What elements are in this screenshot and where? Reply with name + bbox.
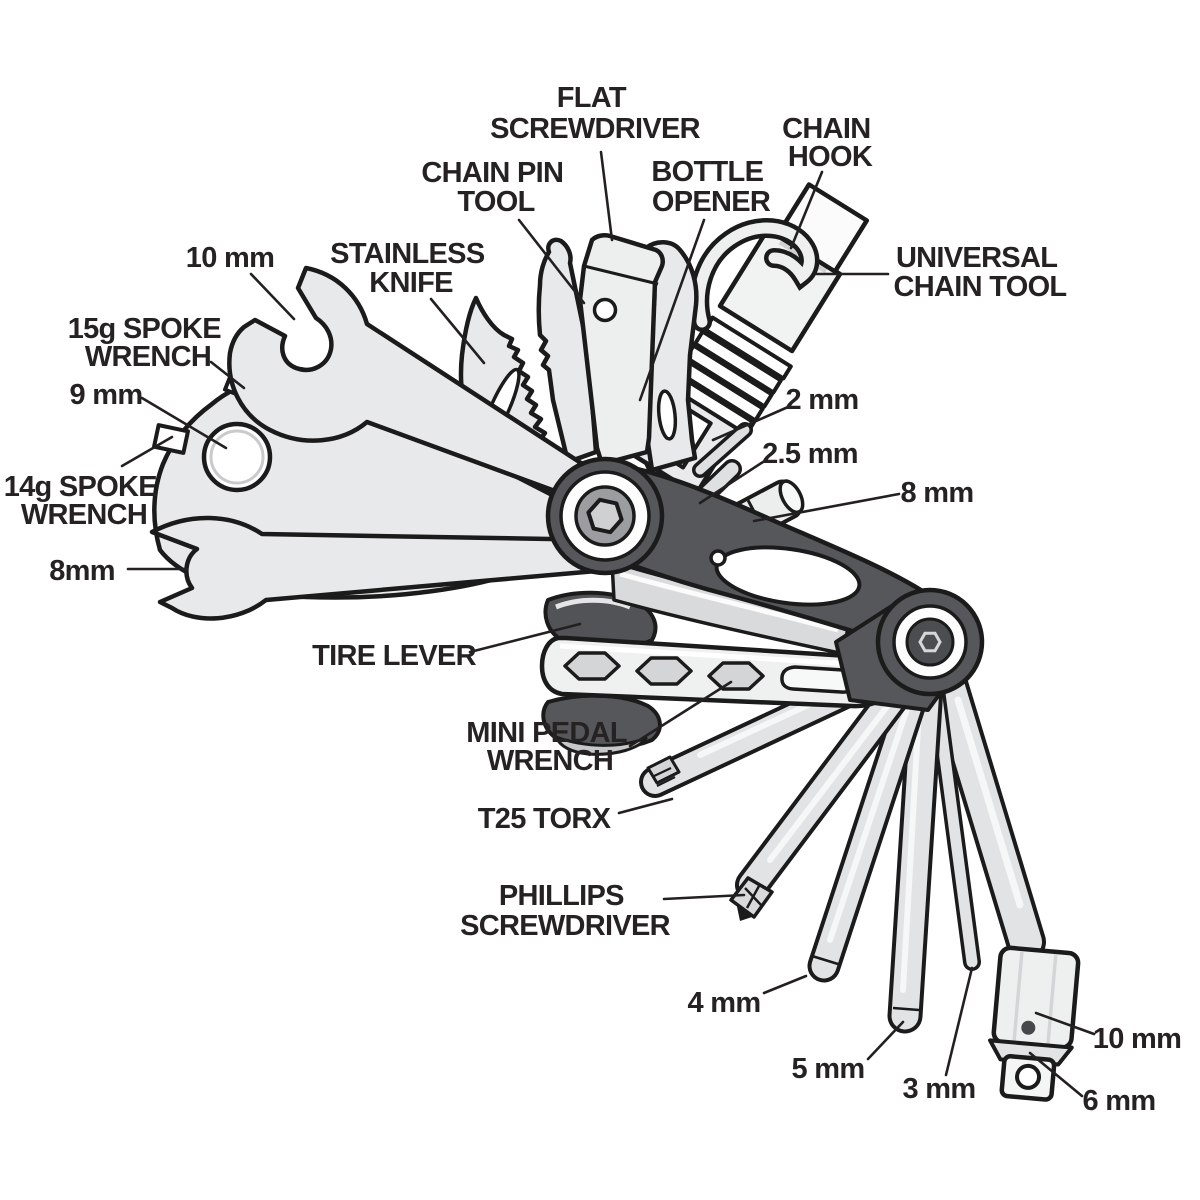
label-wrench-10mm: 10 mm xyxy=(186,242,274,274)
multitool-illustration xyxy=(149,182,1081,1102)
socket-10mm-body xyxy=(991,945,1081,1050)
socket-10mm-shaft xyxy=(928,664,1046,962)
hex-3mm-shape xyxy=(927,681,981,971)
hex-4mm-shape xyxy=(807,665,934,983)
label-socket-10mm: 10 mm xyxy=(1093,1023,1181,1055)
leader-hex-2mm xyxy=(711,405,790,442)
leader-bottle-opener xyxy=(638,218,706,402)
leader-chain-hook xyxy=(789,170,824,250)
leader-wrench-10mm xyxy=(249,272,296,321)
label-hex-4mm: 4 mm xyxy=(688,987,761,1019)
label-universal-chain-tool: UNIVERSAL CHAIN TOOL xyxy=(894,242,1067,303)
pivot-hex-bolt xyxy=(918,631,942,653)
body-hole xyxy=(709,549,727,567)
label-mini-pedal-wrench: MINI PEDAL WRENCH xyxy=(466,717,633,777)
label-t25-torx: T25 TORX xyxy=(478,803,612,835)
label-hex-2mm: 2 mm xyxy=(786,384,859,416)
lower-lever-shape xyxy=(541,693,662,756)
tool-body xyxy=(595,459,937,651)
right-pivot xyxy=(875,587,985,697)
label-wrench-8mm: 8mm xyxy=(49,555,115,587)
wrench-8mm-shape xyxy=(149,515,611,621)
label-phillips-screwdriver: PHILLIPS SCREWDRIVER xyxy=(460,880,671,942)
pedal-hex-hole xyxy=(563,651,621,681)
leader-tire-lever xyxy=(468,622,582,654)
leader-hex-2-5mm xyxy=(698,460,765,505)
label-chain-hook: CHAIN HOOK xyxy=(782,113,878,173)
leader-socket-10mm xyxy=(1034,1011,1096,1036)
label-spoke-15g: 15g SPOKE WRENCH xyxy=(68,313,229,373)
chain-pin-tool-shape xyxy=(536,237,599,465)
leader-lines xyxy=(120,150,1096,1098)
label-hex-9mm: 9 mm xyxy=(70,379,143,411)
chain-hook-shape xyxy=(689,218,820,332)
leader-mini-pedal-wrench xyxy=(628,680,733,748)
leader-t25-torx xyxy=(617,797,674,815)
leader-spoke-14g xyxy=(120,435,174,468)
flat-screwdriver-shape xyxy=(577,232,665,467)
leader-chain-pin-tool xyxy=(517,218,586,305)
label-socket-8mm: 8 mm xyxy=(901,477,974,509)
socket-adapter-shape xyxy=(988,945,1081,1102)
label-hex-5mm: 5 mm xyxy=(792,1053,865,1085)
label-hex-2-5mm: 2.5 mm xyxy=(762,438,858,470)
pedal-hex-hole xyxy=(707,661,765,691)
label-spoke-14g: 14g SPOKE WRENCH xyxy=(4,471,165,531)
leader-hex-5mm xyxy=(866,1020,905,1061)
label-chain-pin-tool: CHAIN PIN TOOL xyxy=(421,157,570,218)
leader-hex-4mm xyxy=(762,974,808,995)
leader-socket-8mm xyxy=(752,492,901,523)
label-hex-6mm: 6 mm xyxy=(1083,1085,1156,1117)
leader-hex-6mm xyxy=(1028,1051,1084,1098)
leader-spoke-15g xyxy=(209,360,246,390)
leader-phillips xyxy=(662,893,746,901)
pivot-hex-bolt xyxy=(586,497,624,535)
label-stainless-knife: STAINLESS KNIFE xyxy=(330,238,492,299)
labels: FLAT SCREWDRIVER CHAIN PIN TOOL BOTTLE O… xyxy=(4,82,1182,1117)
label-tire-lever: TIRE LEVER xyxy=(312,640,477,672)
hole-9mm xyxy=(201,421,273,493)
label-flat-screwdriver: FLAT SCREWDRIVER xyxy=(490,82,701,145)
phillips-screwdriver-shape xyxy=(729,658,927,921)
hex-5mm-shape xyxy=(887,669,944,1034)
tire-lever-shape xyxy=(543,590,658,651)
pedal-hex-hole xyxy=(635,656,693,686)
leader-flat-screwdriver xyxy=(599,150,614,242)
label-bottle-opener: BOTTLE OPENER xyxy=(651,156,770,218)
leader-stainless-knife xyxy=(429,297,486,365)
left-pivot xyxy=(545,456,665,576)
label-hex-3mm: 3 mm xyxy=(903,1073,976,1105)
leader-hex-3mm xyxy=(944,966,974,1077)
leader-hex-9mm xyxy=(140,396,228,450)
hex-2mm-shape xyxy=(692,422,753,478)
